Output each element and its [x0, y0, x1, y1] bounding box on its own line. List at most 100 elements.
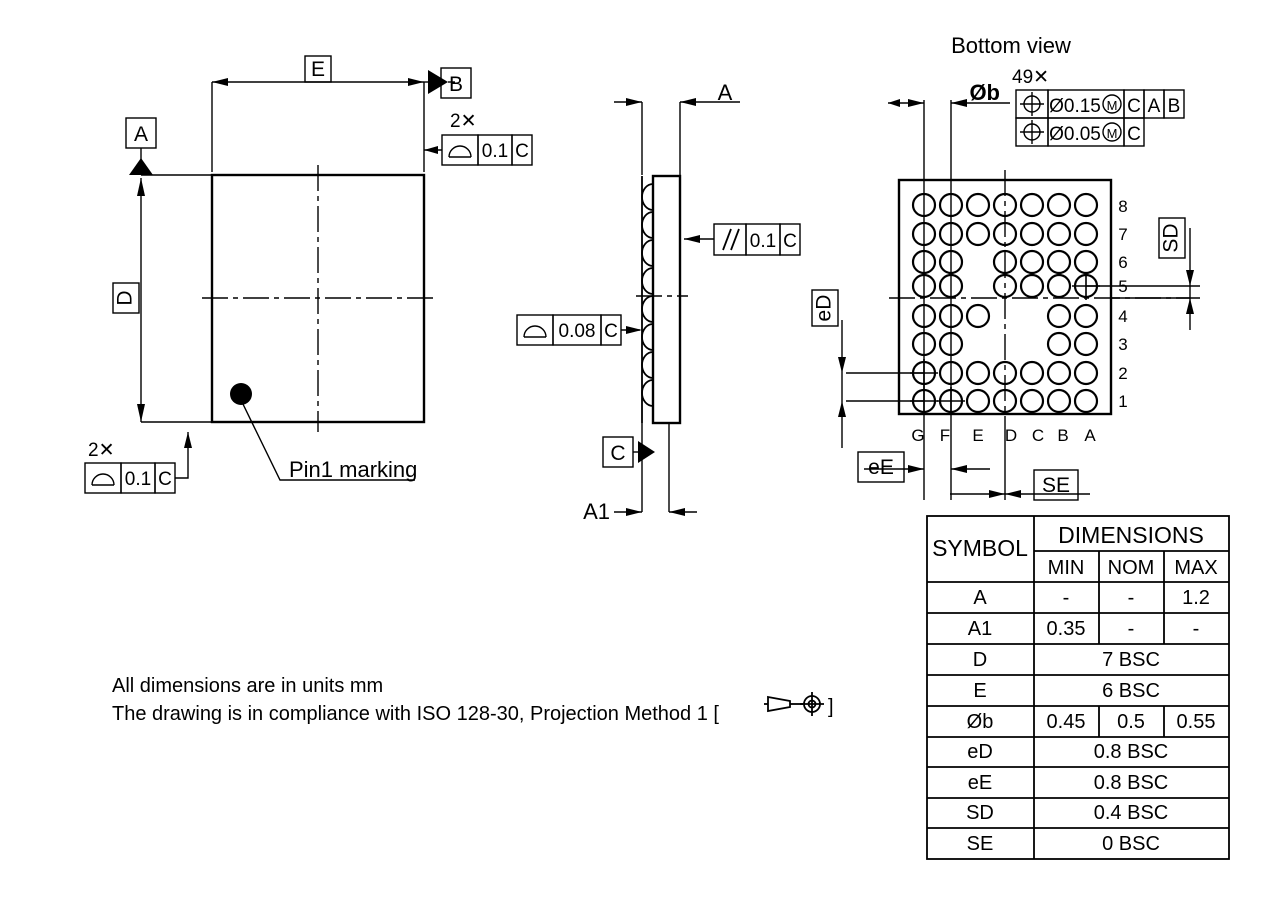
row-A1-min: 0.35: [1047, 618, 1086, 640]
se-arrow-right: [1005, 490, 1021, 498]
ball-A1: [1073, 388, 1099, 414]
coplanar-arrow: [626, 326, 642, 334]
datum-a-label: A: [134, 123, 148, 146]
ball-D2: [992, 360, 1018, 386]
se-label-box: [1033, 469, 1079, 501]
ball-A2: [1073, 360, 1099, 386]
ball-E4: [965, 303, 991, 329]
ed-arrow-top: [838, 357, 846, 373]
parallel-datum-cell: [779, 223, 801, 256]
pos1-datum-b: [1163, 89, 1185, 119]
ball-D6: [992, 249, 1018, 275]
se-label: SE: [1042, 474, 1070, 497]
row-label-8: 8: [1118, 197, 1127, 216]
pos1-datum-a-label: A: [1148, 96, 1161, 117]
top-fcf-sym-cell: [441, 134, 479, 166]
coplanar-datum: C: [604, 321, 618, 342]
table-row: SD 0.4 BSC: [966, 802, 1168, 824]
datum-c-label: C: [610, 442, 625, 465]
table-row: Øb 0.45 0.5 0.55: [967, 711, 1216, 733]
side-body-outline: [651, 174, 682, 425]
sd-label-box: [1158, 217, 1186, 259]
table-outline: [926, 515, 1230, 860]
datum-b-box: [440, 67, 472, 99]
row-ob-nom: 0.5: [1117, 711, 1145, 733]
datum-b-triangle: [428, 70, 448, 94]
ball-B3: [1046, 331, 1072, 357]
ball-count-note: 49✕: [1012, 67, 1049, 88]
row-labels: 8 7 6 5 4 3 2 1: [1118, 197, 1127, 411]
ee-label-box: [857, 451, 905, 483]
table-row: A1 0.35 - -: [968, 618, 1200, 640]
bottom-profile-multiplier: 2✕: [88, 440, 115, 461]
parallel-tolerance: 0.1: [750, 231, 776, 252]
a-arrow-left: [626, 98, 642, 106]
pin1-leader: [240, 399, 415, 481]
side-ball-bumps: [641, 183, 654, 407]
ee-arrow-right: [951, 465, 967, 473]
row-SD-symbol: SD: [966, 802, 994, 824]
note-line-2: The drawing is in compliance with ISO 12…: [112, 703, 719, 725]
row-E-value: 6 BSC: [1102, 680, 1160, 702]
table-row: A - - 1.2: [973, 587, 1210, 609]
col-label-B: B: [1057, 426, 1068, 445]
e-arrow-right: [408, 78, 424, 86]
bump-7: [641, 351, 654, 379]
parallel-datum: C: [783, 231, 797, 252]
row-SD-value: 0.4 BSC: [1094, 802, 1168, 824]
row-A1-max: -: [1193, 618, 1200, 640]
top-view-group: E B 2✕ 0.1 C A D: [84, 55, 533, 494]
d-arrow-top: [137, 178, 145, 196]
row-label-6: 6: [1118, 253, 1127, 272]
col-label-C: C: [1032, 426, 1044, 445]
col-label-G: G: [911, 426, 924, 445]
row-D-value: 7 BSC: [1102, 649, 1160, 671]
pos2-tolerance: Ø0.05: [1049, 124, 1101, 145]
ball-D7: [992, 221, 1018, 247]
ball-E1: [965, 388, 991, 414]
ball-B6: [1046, 249, 1072, 275]
row-eD-value: 0.8 BSC: [1094, 741, 1168, 763]
proj-cone: [767, 695, 791, 713]
table-subheader-max: MAX: [1174, 557, 1217, 579]
table-row: E 6 BSC: [973, 680, 1160, 702]
profile-arc-icon-3: [523, 325, 547, 338]
row-A1-symbol: A1: [968, 618, 992, 640]
ball-B5: [1046, 273, 1072, 299]
sd-arrow-top: [1186, 270, 1194, 286]
parallel-icon-1: [722, 228, 732, 251]
row-A-max: 1.2: [1182, 587, 1210, 609]
table-dimensions-header: DIMENSIONS: [1058, 522, 1204, 548]
row-ob-max: 0.55: [1177, 711, 1216, 733]
ball-B7: [1046, 221, 1072, 247]
bot-fcf-sym-cell: [84, 462, 122, 494]
col-label-A: A: [1084, 426, 1096, 445]
row-A1-nom: -: [1128, 618, 1135, 640]
row-SE-symbol: SE: [967, 833, 994, 855]
row-label-2: 2: [1118, 364, 1127, 383]
bump-2: [641, 211, 654, 239]
note-line-1: All dimensions are in units mm: [112, 675, 383, 697]
pos1-tolerance: Ø0.15: [1049, 96, 1101, 117]
e-label: E: [311, 58, 325, 81]
col-label-E: E: [972, 426, 983, 445]
pos1-datum-b-label: B: [1168, 96, 1181, 117]
pin1-label: Pin1 marking: [289, 457, 417, 482]
row-eE-symbol: eE: [968, 772, 992, 794]
ball-A7: [1073, 221, 1099, 247]
ball-C6: [1019, 249, 1045, 275]
bot-fcf-arrow: [184, 432, 192, 448]
ob-arrow-outer: [888, 99, 900, 107]
a1-dim-label: A1: [583, 499, 610, 524]
top-fcf-tolerance: 0.1: [482, 141, 508, 162]
ball-A3: [1073, 331, 1099, 357]
e-arrow-left: [212, 78, 228, 86]
a1-arrow-right: [669, 508, 685, 516]
notes-group: All dimensions are in units mm The drawi…: [112, 675, 834, 725]
pos1-datum-c-label: C: [1127, 96, 1141, 117]
side-view-group: A A1 C 0.1 C: [516, 80, 801, 524]
top-fcf-arrow: [424, 146, 438, 154]
bump-8: [641, 379, 654, 407]
ball-B2: [1046, 360, 1072, 386]
